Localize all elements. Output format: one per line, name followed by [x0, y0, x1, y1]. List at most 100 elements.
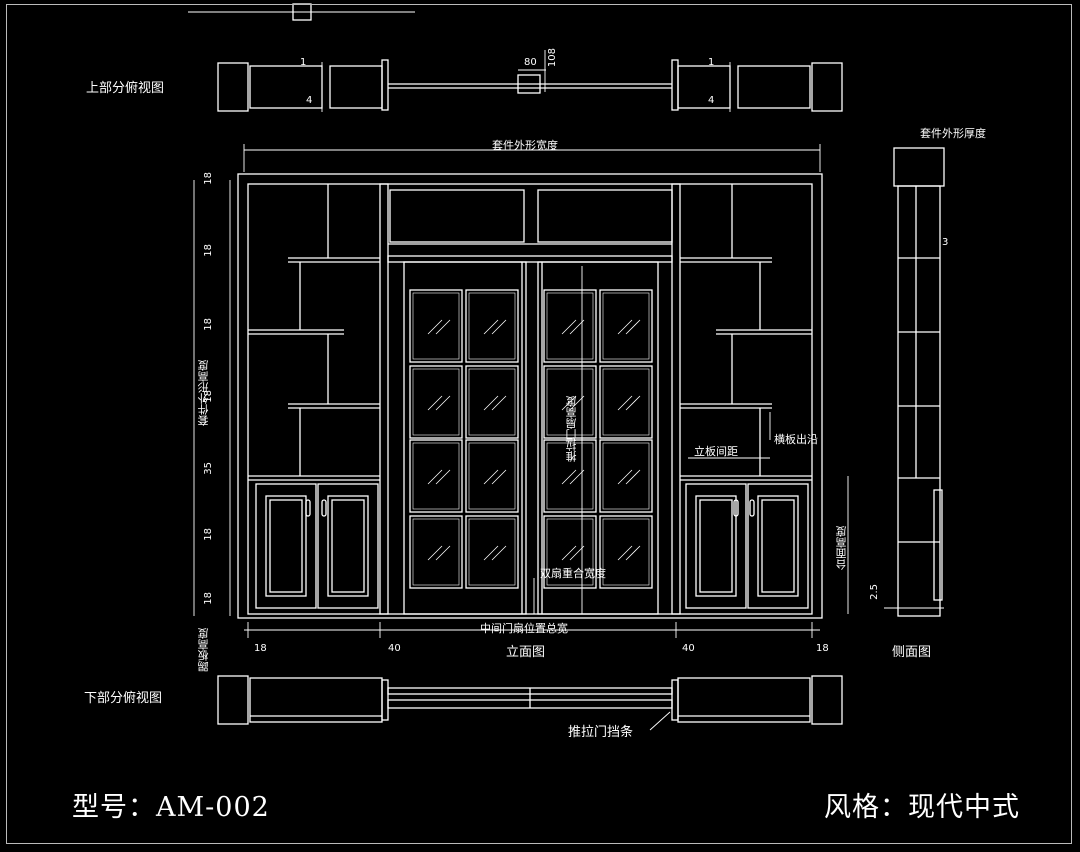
bottom-plan-title: 下部分俯视图 — [84, 691, 163, 706]
glass-reflection-mark — [625, 469, 641, 485]
glass-reflection-mark — [427, 395, 443, 411]
glass-pane — [543, 289, 597, 363]
dim-v-4: 18 — [203, 390, 214, 403]
glass-reflection-mark — [561, 545, 577, 561]
dim-top-r4: 4 — [708, 95, 715, 106]
glass-reflection-mark — [561, 469, 577, 485]
elevation-title: 立面图 — [506, 645, 546, 660]
glass-pane — [599, 289, 653, 363]
glass-pane-inner — [546, 442, 594, 510]
top-plan-title: 上部分俯视图 — [86, 81, 165, 96]
glass-pane — [543, 515, 597, 589]
door-glass-panels — [409, 289, 653, 589]
glass-pane — [465, 439, 519, 513]
dim-b-4: 18 — [816, 643, 829, 654]
counter-height-label: 台面高度 — [835, 526, 848, 570]
dim-top-l1: 1 — [300, 57, 307, 68]
glass-pane-inner — [412, 442, 460, 510]
door-height-label: 推拉门扇高度 — [565, 396, 578, 462]
side-view-title: 侧面图 — [892, 645, 932, 660]
overall-depth-label: 套件外形厚度 — [920, 127, 986, 140]
dim-top-80: 80 — [524, 57, 537, 68]
glass-reflection-mark — [569, 395, 585, 411]
elevation-view — [193, 144, 849, 638]
bottom-plan-view — [217, 675, 843, 731]
glass-reflection-mark — [427, 545, 443, 561]
dim-v-2: 18 — [203, 244, 214, 257]
glass-pane-inner — [412, 368, 460, 436]
dim-v-5: 35 — [203, 462, 214, 475]
door-stop-label: 推拉门挡条 — [568, 725, 634, 740]
dim-side-25: 2.5 — [869, 584, 880, 600]
dim-v-3: 18 — [203, 318, 214, 331]
glass-reflection-mark — [569, 545, 585, 561]
glass-reflection-mark — [569, 319, 585, 335]
glass-pane — [409, 439, 463, 513]
glass-pane-inner — [602, 368, 650, 436]
dim-top-l4: 4 — [306, 95, 313, 106]
glass-reflection-mark — [435, 319, 451, 335]
glass-reflection-mark — [617, 319, 633, 335]
glass-pane-inner — [468, 368, 516, 436]
glass-pane — [409, 289, 463, 363]
glass-pane-inner — [468, 292, 516, 360]
glass-reflection-mark — [483, 319, 499, 335]
door-overlap-label: 双扇重合宽度 — [540, 567, 606, 580]
glass-reflection-mark — [427, 319, 443, 335]
glass-pane-inner — [602, 292, 650, 360]
glass-reflection-mark — [569, 469, 585, 485]
glass-reflection-mark — [483, 469, 499, 485]
shelf-protrude-label: 横板出沿 — [774, 433, 818, 446]
glass-reflection-mark — [435, 469, 451, 485]
glass-pane-inner — [546, 518, 594, 586]
glass-pane — [409, 365, 463, 439]
glass-pane-inner — [602, 442, 650, 510]
side-view — [884, 147, 945, 617]
glass-reflection-mark — [561, 395, 577, 411]
glass-pane — [465, 289, 519, 363]
glass-pane — [465, 515, 519, 589]
glass-pane — [599, 365, 653, 439]
glass-pane — [599, 515, 653, 589]
dim-b-2: 40 — [388, 643, 401, 654]
glass-pane — [599, 439, 653, 513]
glass-reflection-mark — [491, 395, 507, 411]
glass-reflection-mark — [617, 395, 633, 411]
glass-reflection-mark — [427, 469, 443, 485]
glass-reflection-mark — [435, 395, 451, 411]
overall-width-label: 套件外形宽度 — [492, 139, 558, 152]
glass-pane-inner — [468, 442, 516, 510]
glass-pane — [543, 365, 597, 439]
top-plan-view — [217, 50, 843, 112]
glass-reflection-mark — [561, 319, 577, 335]
glass-reflection-mark — [617, 545, 633, 561]
glass-pane-inner — [412, 518, 460, 586]
glass-pane — [543, 439, 597, 513]
model-number: 型号：AM-002 — [72, 792, 270, 823]
glass-reflection-mark — [617, 469, 633, 485]
dim-v-1: 18 — [203, 172, 214, 185]
glass-reflection-mark — [483, 395, 499, 411]
glass-pane — [465, 365, 519, 439]
glass-pane-inner — [602, 518, 650, 586]
glass-pane — [409, 515, 463, 589]
glass-pane-inner — [546, 292, 594, 360]
style-name: 风格：现代中式 — [824, 792, 1020, 823]
dim-b-3: 40 — [682, 643, 695, 654]
dim-top-108: 108 — [547, 48, 558, 68]
glass-reflection-mark — [491, 319, 507, 335]
dim-v-6: 18 — [203, 528, 214, 541]
glass-reflection-mark — [491, 469, 507, 485]
glass-reflection-mark — [625, 319, 641, 335]
glass-pane-inner — [468, 518, 516, 586]
dim-b-1: 18 — [254, 643, 267, 654]
glass-reflection-mark — [625, 395, 641, 411]
glass-pane-inner — [546, 368, 594, 436]
dim-top-r1: 1 — [708, 57, 715, 68]
glass-reflection-mark — [483, 545, 499, 561]
glass-reflection-mark — [435, 545, 451, 561]
glass-reflection-mark — [491, 545, 507, 561]
dim-v-7: 18 — [203, 592, 214, 605]
glass-reflection-mark — [625, 545, 641, 561]
